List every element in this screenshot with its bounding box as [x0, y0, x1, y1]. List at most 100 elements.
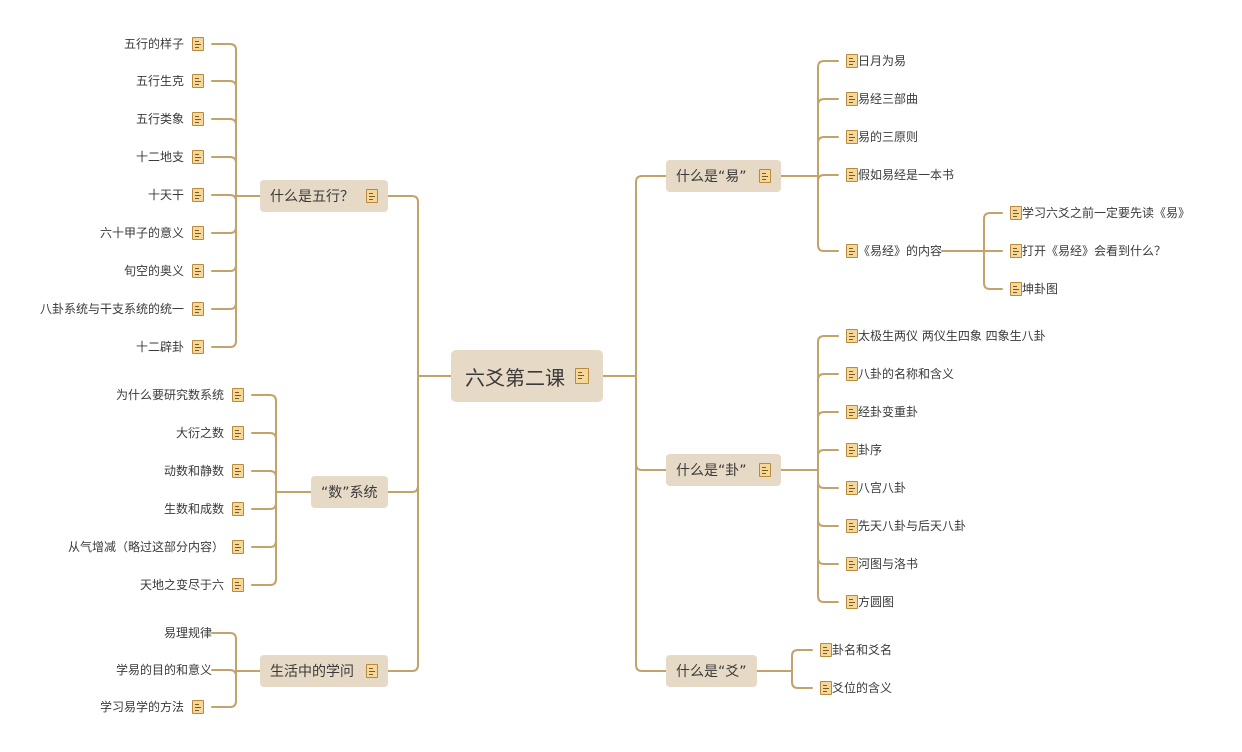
topic-yili[interactable]: 易理规律 [164, 623, 212, 643]
note-icon[interactable] [1010, 206, 1022, 220]
topic-pigua[interactable]: 十二辟卦 [136, 337, 212, 357]
topic-purpose[interactable]: 学易的目的和意义 [116, 660, 212, 680]
root-left-edge [387, 375, 419, 493]
topic-taiji[interactable]: 太极生两仪 两仪生四象 四象生八卦 [838, 326, 1046, 346]
topic-guaming-yaoming[interactable]: 卦名和爻名 [812, 640, 892, 660]
topic-open-yijing[interactable]: 打开《易经》会看到什么？ [1002, 241, 1166, 261]
shu-edge [251, 491, 277, 586]
topic-why-shu[interactable]: 为什么要研究数系统 [116, 385, 252, 405]
topic-label: 易经三部曲 [858, 92, 919, 106]
topic-kungua-tu[interactable]: 坤卦图 [1002, 279, 1058, 299]
note-icon[interactable] [575, 368, 589, 384]
topic-yijing-book[interactable]: 假如易经是一本书 [838, 165, 954, 185]
note-icon[interactable] [192, 700, 205, 714]
topic-dayan[interactable]: 大衍之数 [176, 423, 252, 443]
note-icon[interactable] [820, 681, 832, 695]
topic-bagua-names[interactable]: 八卦的名称和含义 [838, 364, 954, 384]
note-icon[interactable] [846, 329, 858, 343]
topic-tiandi-liu[interactable]: 天地之变尽于六 [140, 575, 252, 595]
wuxing-edge [211, 43, 237, 197]
topic-label: 从气增减（略过这部分内容） [68, 540, 225, 554]
note-icon[interactable] [1010, 244, 1022, 258]
branch-wuxing[interactable]: 什么是五行？ [260, 180, 388, 212]
topic-label: 八卦的名称和含义 [858, 367, 955, 381]
note-icon[interactable] [192, 74, 205, 88]
topic-wuxing-shape[interactable]: 五行的样子 [124, 34, 212, 54]
topic-bagong[interactable]: 八宫八卦 [838, 478, 906, 498]
topic-label: 大衍之数 [176, 426, 225, 440]
note-icon[interactable] [758, 169, 771, 183]
topic-riyue[interactable]: 日月为易 [838, 51, 906, 71]
topic-label: 五行的样子 [124, 37, 185, 51]
topic-hetu-luoshu[interactable]: 河图与洛书 [838, 554, 918, 574]
gua-edge [817, 335, 839, 471]
note-icon[interactable] [366, 189, 378, 203]
branch-what-is-gua[interactable]: 什么是“卦” [666, 454, 781, 486]
topic-dizhi[interactable]: 十二地支 [136, 147, 212, 167]
note-icon[interactable] [846, 54, 858, 68]
note-icon[interactable] [820, 643, 832, 657]
topic-shengcheng[interactable]: 生数和成数 [164, 499, 252, 519]
note-icon[interactable] [758, 463, 771, 477]
topic-xunkong[interactable]: 旬空的奥义 [124, 261, 212, 281]
topic-yijing-content[interactable]: 《易经》的内容 [838, 241, 942, 261]
root-node[interactable]: 六爻第二课 [451, 350, 603, 402]
topic-read-yi-first[interactable]: 学习六爻之前一定要先读《易》 [1002, 203, 1190, 223]
topic-dongjing[interactable]: 动数和静数 [164, 461, 252, 481]
note-icon[interactable] [846, 367, 858, 381]
note-icon[interactable] [192, 188, 205, 202]
note-icon[interactable] [232, 464, 245, 478]
branch-what-is-yi[interactable]: 什么是“易” [666, 160, 781, 192]
note-icon[interactable] [846, 130, 858, 144]
topic-jinggua[interactable]: 经卦变重卦 [838, 402, 918, 422]
note-icon[interactable] [846, 168, 858, 182]
note-icon[interactable] [232, 388, 245, 402]
note-icon[interactable] [232, 578, 245, 592]
topic-xiantian-houtian[interactable]: 先天八卦与后天八卦 [838, 516, 966, 536]
note-icon[interactable] [846, 595, 858, 609]
note-icon[interactable] [192, 37, 205, 51]
note-icon[interactable] [232, 502, 245, 516]
note-icon[interactable] [846, 405, 858, 419]
topic-jiazi[interactable]: 六十甲子的意义 [100, 223, 212, 243]
note-icon[interactable] [232, 540, 245, 554]
note-icon[interactable] [192, 112, 205, 126]
note-icon[interactable] [192, 264, 205, 278]
branch-shu-system[interactable]: “数”系统 [311, 476, 388, 508]
note-icon[interactable] [192, 150, 205, 164]
topic-label: 学习六爻之前一定要先读《易》 [1022, 206, 1191, 220]
note-icon[interactable] [846, 443, 858, 457]
topic-sanyuanze[interactable]: 易的三原则 [838, 127, 918, 147]
topic-wuxing-leixiang[interactable]: 五行类象 [136, 109, 212, 129]
topic-tiangan[interactable]: 十天干 [148, 185, 212, 205]
topic-label: 爻位的含义 [832, 681, 893, 695]
yi-edge [817, 60, 839, 177]
topic-label: 十二地支 [136, 150, 185, 164]
note-icon[interactable] [846, 519, 858, 533]
note-icon[interactable] [846, 244, 858, 258]
topic-sanbuqu[interactable]: 易经三部曲 [838, 89, 918, 109]
note-icon[interactable] [846, 92, 858, 106]
topic-wuxing-shengke[interactable]: 五行生克 [136, 71, 212, 91]
note-icon[interactable] [846, 557, 858, 571]
note-icon[interactable] [366, 664, 378, 678]
note-icon[interactable] [1010, 282, 1022, 296]
topic-fangyuan[interactable]: 方圆图 [838, 592, 894, 612]
life-edge [211, 670, 237, 708]
topic-guaxu[interactable]: 卦序 [838, 440, 882, 460]
root-right-edge [635, 375, 667, 471]
note-icon[interactable] [192, 302, 205, 316]
topic-bagua-ganzhi[interactable]: 八卦系统与干支系统的统一 [40, 299, 212, 319]
note-icon[interactable] [232, 426, 245, 440]
note-icon[interactable] [192, 340, 205, 354]
topic-method[interactable]: 学习易学的方法 [100, 697, 212, 717]
topic-label: 打开《易经》会看到什么？ [1022, 244, 1167, 258]
topic-congqi[interactable]: 从气增减（略过这部分内容） [68, 537, 252, 557]
note-icon[interactable] [192, 226, 205, 240]
topic-label: 坤卦图 [1022, 282, 1059, 296]
topic-yaowei[interactable]: 爻位的含义 [812, 678, 892, 698]
note-icon[interactable] [846, 481, 858, 495]
branch-life-learning[interactable]: 生活中的学问 [260, 655, 388, 687]
branch-what-is-yao[interactable]: 什么是“爻” [666, 655, 757, 687]
